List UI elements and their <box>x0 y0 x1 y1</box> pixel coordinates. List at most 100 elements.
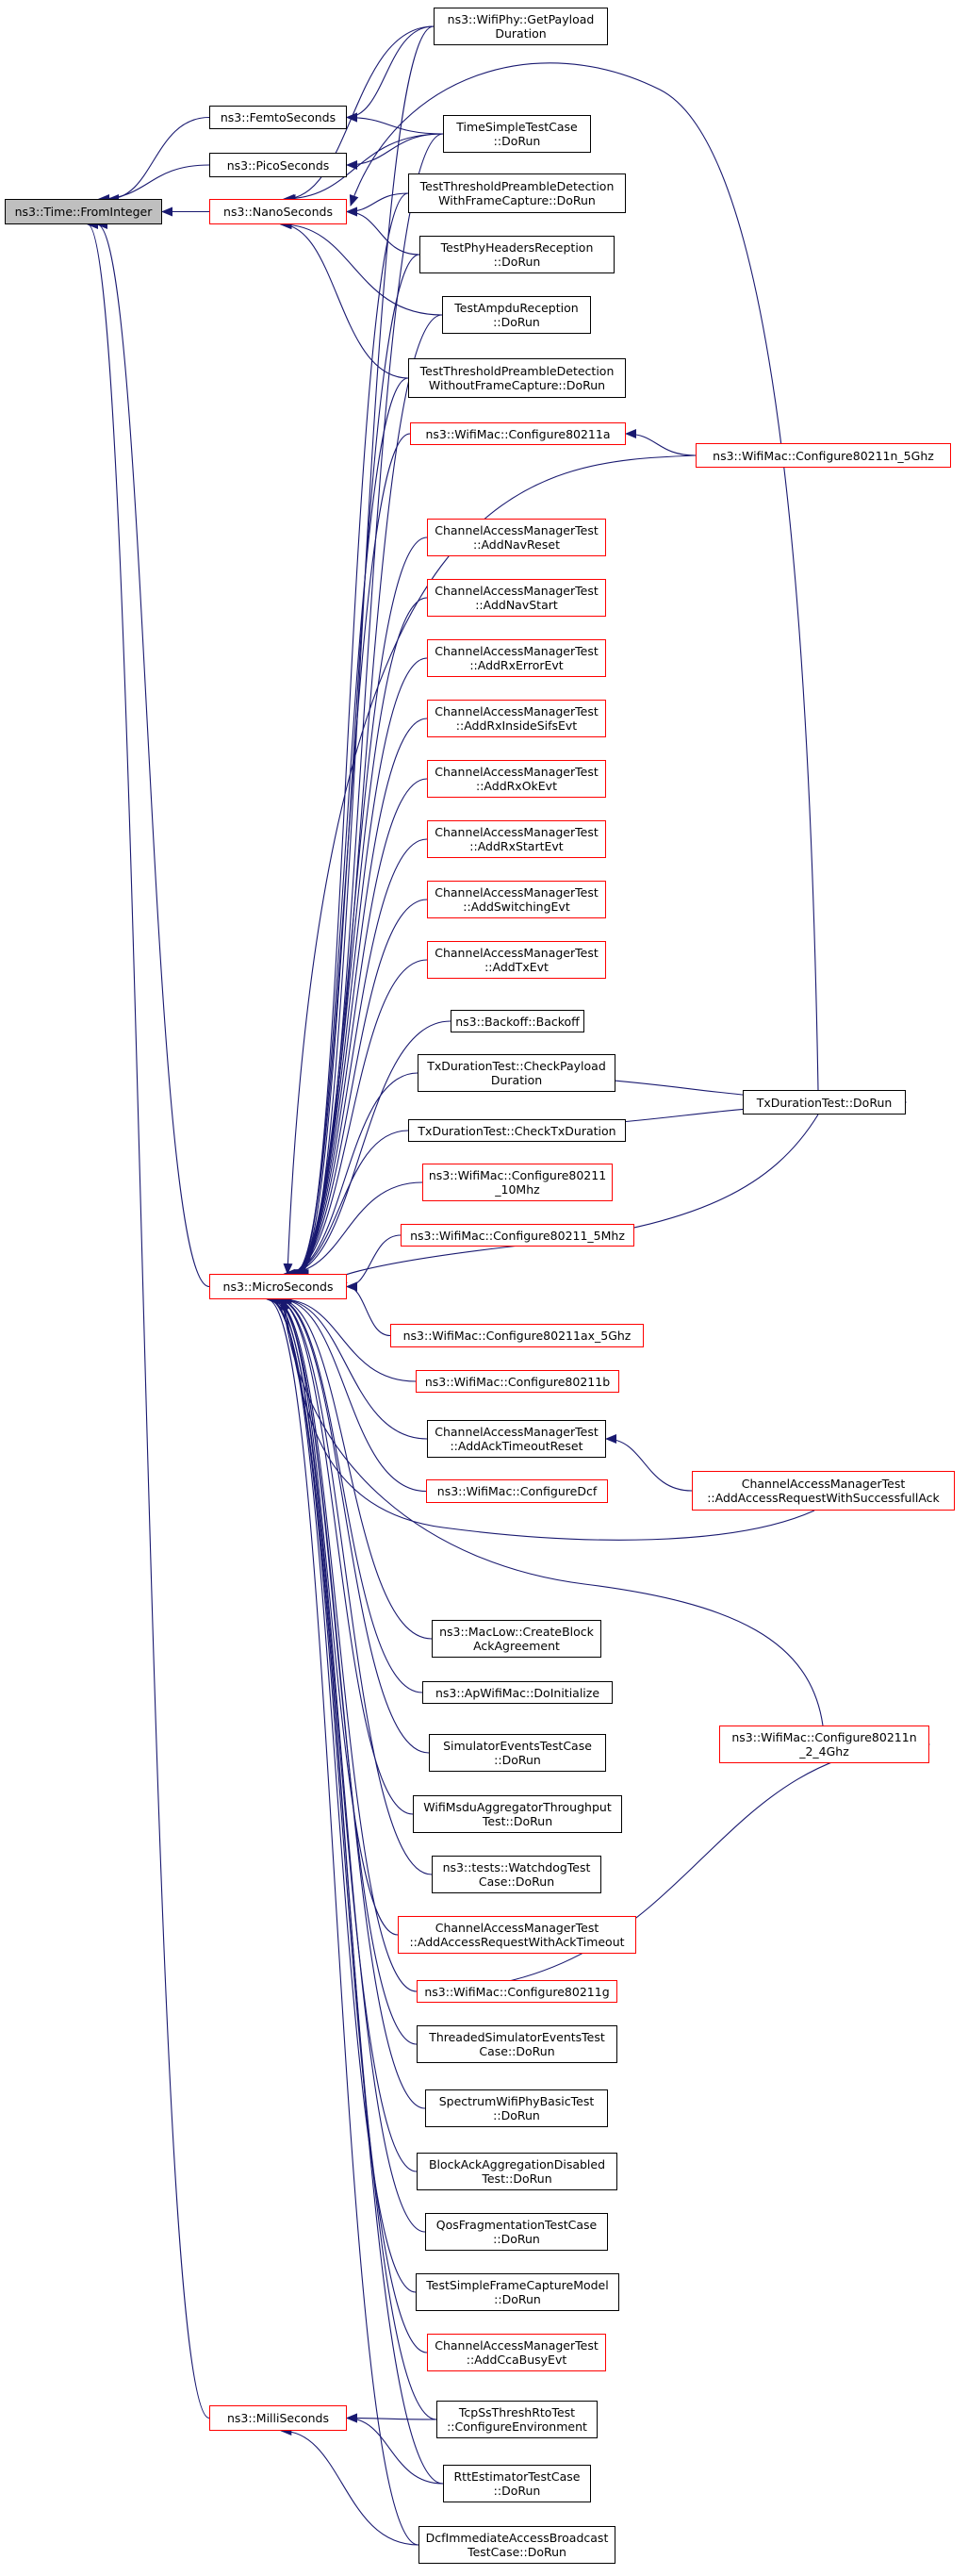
node-label-line: ::DoRun <box>493 2108 540 2122</box>
edge-cfg11n5-to-cfg11a <box>625 429 697 456</box>
node-label-line: ::AddAckTimeoutReset <box>450 1439 583 1453</box>
node-label-line: ::DoRun <box>493 2232 540 2246</box>
graph-node-microseconds[interactable]: ns3::MicroSeconds <box>209 1274 347 1299</box>
edge-testphyheaders-to-microseconds <box>294 254 420 1279</box>
graph-node-addtxevt[interactable]: ChannelAccessManagerTest::AddTxEvt <box>427 941 606 979</box>
node-label-line: ::AddAccessRequestWithAckTimeout <box>409 1935 625 1949</box>
graph-node-addswitchingevt[interactable]: ChannelAccessManagerTest::AddSwitchingEv… <box>427 881 606 918</box>
node-label-line: ::DoRun <box>493 255 541 269</box>
edge-cfg11n24-to-microseconds <box>279 1298 824 1726</box>
graph-node-addaccesstimeout[interactable]: ChannelAccessManagerTest::AddAccessReque… <box>398 1916 636 1954</box>
graph-node-testsimpleframe[interactable]: TestSimpleFrameCaptureModel::DoRun <box>416 2273 619 2311</box>
graph-node-addccabusy[interactable]: ChannelAccessManagerTest::AddCcaBusyEvt <box>427 2334 606 2371</box>
graph-node-addrxinsidesifsevt[interactable]: ChannelAccessManagerTest::AddRxInsideSif… <box>427 700 606 737</box>
node-label-line: TestSimpleFrameCaptureModel <box>426 2278 609 2292</box>
edge-timesimpletestcase-to-femtoseconds <box>346 112 444 135</box>
edge-addrxerrorevt-to-microseconds <box>289 657 428 1279</box>
node-label-line: ns3::Time::FromInteger <box>14 205 153 219</box>
graph-node-femtoseconds[interactable]: ns3::FemtoSeconds <box>209 106 347 129</box>
graph-node-cfg11b[interactable]: ns3::WifiMac::Configure80211b <box>416 1370 619 1393</box>
edge-addacktimeoutreset-to-microseconds <box>279 1295 428 1440</box>
graph-node-simevents[interactable]: SimulatorEventsTestCase::DoRun <box>429 1734 606 1772</box>
graph-node-backoff[interactable]: ns3::Backoff::Backoff <box>451 1010 584 1032</box>
graph-node-cfg11g[interactable]: ns3::WifiMac::Configure80211g <box>417 1980 617 2003</box>
node-label-line: ns3::WifiMac::Configure80211n_5Ghz <box>713 448 934 463</box>
graph-node-addnavreset[interactable]: ChannelAccessManagerTest::AddNavReset <box>427 519 606 556</box>
graph-node-addrxstartevt[interactable]: ChannelAccessManagerTest::AddRxStartEvt <box>427 820 606 858</box>
graph-node-testampdu[interactable]: TestAmpduReception::DoRun <box>442 296 591 334</box>
edge-ttpdwithout-to-nanoseconds <box>279 220 409 379</box>
edge-femtoseconds-to-frominteger <box>107 116 210 204</box>
graph-node-cfgdcf[interactable]: ns3::WifiMac::ConfigureDcf <box>426 1479 608 1503</box>
graph-node-cfg11n24[interactable]: ns3::WifiMac::Configure80211n_2_4Ghz <box>719 1726 929 1763</box>
node-label-line: Case::DoRun <box>479 2044 555 2058</box>
node-label-line: ns3::WifiPhy::GetPayload <box>447 12 595 26</box>
node-label-line: ChannelAccessManagerTest <box>741 1477 906 1491</box>
graph-node-tcpss[interactable]: TcpSsThreshRtoTest::ConfigureEnvironment <box>436 2401 598 2438</box>
graph-node-cfg11a[interactable]: ns3::WifiMac::Configure80211a <box>410 422 626 445</box>
node-label-line: ::AddRxInsideSifsEvt <box>455 718 578 733</box>
node-label-line: ::DoRun <box>493 2484 541 2498</box>
graph-node-qosfrag[interactable]: QosFragmentationTestCase::DoRun <box>425 2213 608 2251</box>
edge-txdorun-to-nanoseconds <box>349 62 819 1091</box>
graph-node-addaccesssuccess[interactable]: ChannelAccessManagerTest::AddAccessReque… <box>692 1471 955 1511</box>
node-label-line: TxDurationTest::CheckPayload <box>427 1059 606 1073</box>
graph-node-nanoseconds[interactable]: ns3::NanoSeconds <box>209 199 347 224</box>
graph-node-addacktimeoutreset[interactable]: ChannelAccessManagerTest::AddAckTimeoutR… <box>427 1420 606 1458</box>
graph-node-addnavstart[interactable]: ChannelAccessManagerTest::AddNavStart <box>427 579 606 617</box>
node-label-line: ns3::WifiMac::Configure80211ax_5Ghz <box>402 1329 632 1343</box>
graph-node-testphyheaders[interactable]: TestPhyHeadersReception::DoRun <box>419 236 615 273</box>
node-label-line: ChannelAccessManagerTest <box>435 584 599 598</box>
node-label-line: AckAgreement <box>473 1639 560 1653</box>
graph-node-cfg5[interactable]: ns3::WifiMac::Configure80211_5Mhz <box>401 1224 634 1247</box>
edge-cfg5-to-microseconds <box>346 1234 402 1292</box>
edge-cfg11g-to-microseconds <box>272 1295 418 1992</box>
node-label-line: ::ConfigureEnvironment <box>447 2419 587 2434</box>
graph-node-picoseconds[interactable]: ns3::PicoSeconds <box>209 153 347 177</box>
node-label-line: ns3::ApWifiMac::DoInitialize <box>435 1685 600 1700</box>
graph-node-checktx[interactable]: TxDurationTest::CheckTxDuration <box>408 1119 626 1142</box>
edge-backoff-to-microseconds <box>285 1020 451 1279</box>
edge-addaccesstimeout-to-microseconds <box>273 1295 399 1936</box>
graph-node-addrxerrorevt[interactable]: ChannelAccessManagerTest::AddRxErrorEvt <box>427 639 606 677</box>
graph-node-txdorun[interactable]: TxDurationTest::DoRun <box>743 1090 906 1115</box>
edge-getpayloadduration-to-femtoseconds <box>346 25 435 123</box>
graph-node-milliseconds[interactable]: ns3::MilliSeconds <box>209 2405 347 2431</box>
node-label-line: TestThresholdPreambleDetection <box>419 179 615 193</box>
node-label-line: TestAmpduReception <box>454 301 579 315</box>
graph-node-cfg10[interactable]: ns3::WifiMac::Configure80211_10Mhz <box>422 1164 613 1201</box>
node-label-line: ns3::MilliSeconds <box>226 2411 329 2425</box>
node-label-line: ChannelAccessManagerTest <box>435 523 599 537</box>
node-label-line: ::AddSwitchingEvt <box>463 900 570 914</box>
node-label-line: ns3::MacLow::CreateBlock <box>439 1625 594 1639</box>
edge-tcpss-to-milliseconds <box>346 2413 437 2423</box>
edge-addrxokevt-to-microseconds <box>287 778 428 1279</box>
edge-spectrum-to-microseconds <box>271 1295 426 2109</box>
node-label-line: Test::DoRun <box>482 1814 553 1828</box>
node-label-line: TestThresholdPreambleDetection <box>419 364 615 378</box>
graph-node-apwifimac[interactable]: ns3::ApWifiMac::DoInitialize <box>422 1681 613 1704</box>
node-label-line: ns3::FemtoSeconds <box>220 110 336 124</box>
node-label-line: ::AddRxErrorEvt <box>469 658 564 672</box>
edge-dcfimm-to-milliseconds <box>280 2426 419 2546</box>
graph-node-rttest[interactable]: RttEstimatorTestCase::DoRun <box>443 2465 591 2502</box>
graph-node-cfg11n5[interactable]: ns3::WifiMac::Configure80211n_5Ghz <box>696 443 951 468</box>
graph-node-timesimpletestcase[interactable]: TimeSimpleTestCase::DoRun <box>443 115 591 153</box>
node-label-line: ::AddAccessRequestWithSuccessfullAck <box>707 1491 940 1505</box>
node-label-line: TimeSimpleTestCase <box>456 120 578 134</box>
graph-node-addrxokevt[interactable]: ChannelAccessManagerTest::AddRxOkEvt <box>427 760 606 798</box>
graph-node-spectrum[interactable]: SpectrumWifiPhyBasicTest::DoRun <box>425 2089 608 2127</box>
graph-node-cfgax[interactable]: ns3::WifiMac::Configure80211ax_5Ghz <box>390 1324 644 1347</box>
node-label-line: WithFrameCapture::DoRun <box>438 193 596 207</box>
